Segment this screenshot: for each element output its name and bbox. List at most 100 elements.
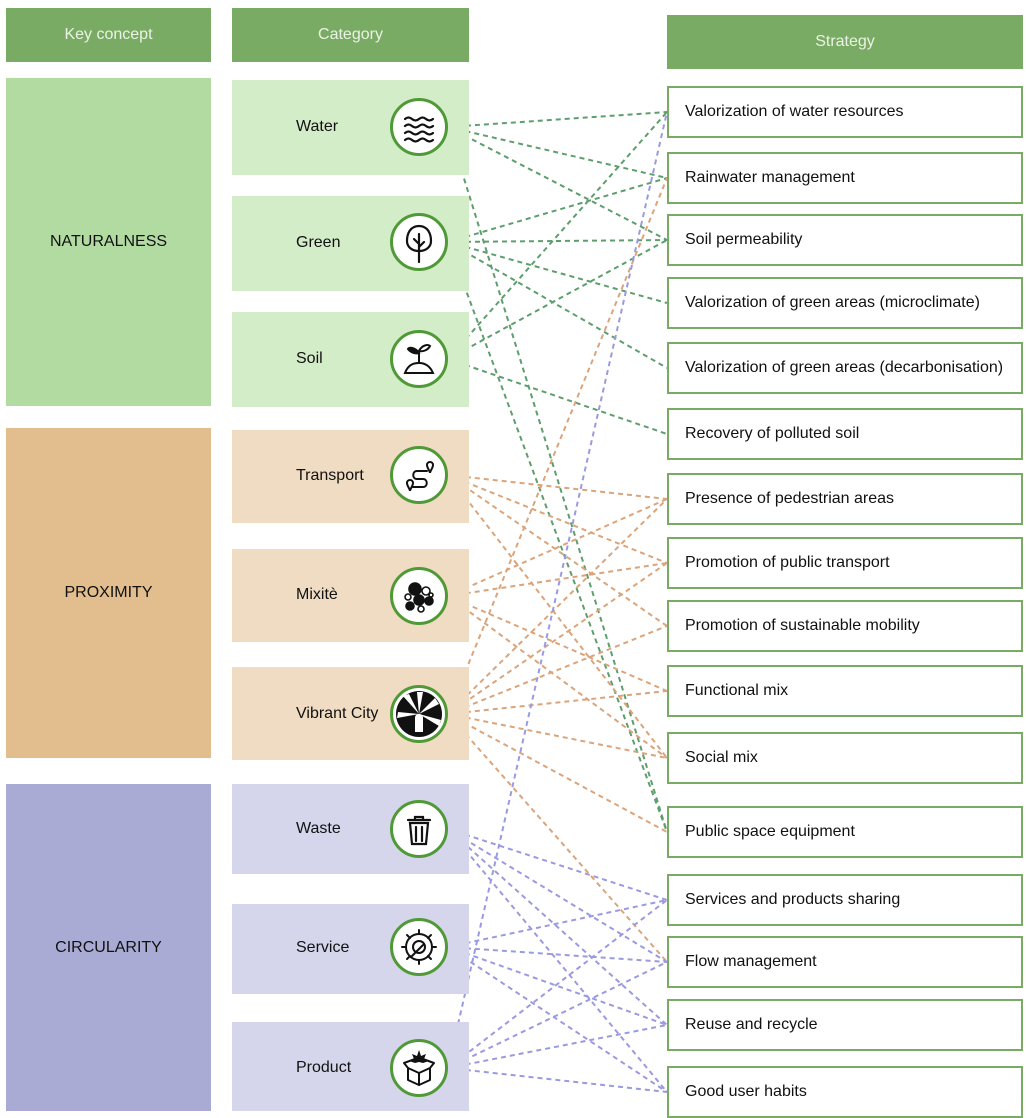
gear-wrench-icon [390, 918, 448, 976]
connection-line [447, 177, 668, 715]
connection-line [447, 239, 668, 243]
category-label: Green [296, 234, 341, 251]
trash-bin-icon [390, 800, 448, 858]
category-label: Water [296, 118, 339, 135]
connection-line [447, 1067, 668, 1093]
route-pin-icon [390, 446, 448, 504]
category-soil: Soil [232, 312, 469, 407]
connection-line [447, 126, 668, 179]
category-label: Service [296, 939, 350, 956]
strategy-label: Good user habits [685, 1083, 807, 1100]
connection-line [447, 946, 668, 1093]
strategy-box: Public space equipment [667, 806, 1023, 858]
strategy-box: Recovery of polluted soil [667, 408, 1023, 460]
strategy-label: Valorization of green areas (decarbonisa… [685, 359, 1004, 376]
connection-line [447, 1024, 668, 1069]
header-category: Category [232, 8, 469, 62]
connection-line [447, 899, 668, 1069]
strategy-label: Promotion of sustainable mobility [685, 617, 920, 634]
connection-line [447, 690, 668, 715]
category-service: Service [232, 904, 469, 994]
strategy-box: Valorization of green areas (decarbonisa… [667, 342, 1023, 394]
connection-line [447, 498, 668, 597]
mixed-circles-icon [390, 567, 448, 625]
key-concept-label: PROXIMITY [64, 584, 153, 601]
strategy-label: Flow management [685, 953, 817, 970]
connection-line [447, 713, 668, 833]
tree-icon [390, 213, 448, 271]
connection-line [447, 595, 668, 759]
connection-line [447, 126, 668, 833]
category-label: Waste [296, 820, 341, 837]
strategy-box: Soil permeability [667, 214, 1023, 266]
connection-line [447, 177, 668, 243]
strategy-label: Social mix [685, 749, 758, 766]
category-label: Soil [296, 350, 323, 367]
open-box-icon [390, 1039, 448, 1097]
strategy-label: Services and products sharing [685, 891, 901, 908]
strategy-box: Good user habits [667, 1066, 1023, 1118]
key-concept-circularity: CIRCULARITY [6, 784, 211, 1111]
strategy-label: Promotion of public transport [685, 554, 890, 571]
strategy-box: Reuse and recycle [667, 999, 1023, 1051]
strategy-box: Promotion of sustainable mobility [667, 600, 1023, 652]
connection-line [447, 111, 668, 128]
strategy-label: Valorization of water resources [685, 103, 904, 120]
key-concept-naturalness: NATURALNESS [6, 78, 211, 406]
connection-line [447, 713, 668, 963]
vibrant-city-icon [390, 685, 448, 743]
connection-line [447, 474, 668, 564]
category-transport: Transport [232, 430, 469, 523]
connection-line [447, 828, 668, 901]
connection-line [447, 946, 668, 1026]
connection-line [447, 595, 668, 692]
connection-line [447, 713, 668, 759]
key-concept-label: CIRCULARITY [55, 938, 162, 956]
connection-line [447, 241, 668, 304]
category-label: Mixitè [296, 586, 338, 603]
connection-line [447, 625, 668, 715]
connection-line [447, 111, 668, 360]
strategy-box: Flow management [667, 936, 1023, 988]
category-product: Product [232, 1022, 469, 1111]
strategy-box: Valorization of water resources [667, 86, 1023, 138]
strategy-label: Valorization of green areas (microclimat… [685, 294, 980, 311]
connection-line [447, 562, 668, 597]
category-vibrant-city: Vibrant City [232, 667, 469, 760]
strategy-box: Services and products sharing [667, 874, 1023, 926]
strategy-box: Promotion of public transport [667, 537, 1023, 589]
header-strategy: Strategy [667, 15, 1023, 69]
category-green: Green [232, 196, 469, 291]
connection-line [447, 358, 668, 435]
connection-line [447, 239, 668, 360]
key-concept-label: NATURALNESS [49, 233, 168, 250]
strategy-box: Social mix [667, 732, 1023, 784]
sprout-soil-icon [390, 330, 448, 388]
water-waves-icon [390, 98, 448, 156]
header-key-concept: Key concept [6, 8, 211, 62]
strategy-label: Recovery of polluted soil [685, 425, 860, 442]
connection-line [447, 828, 668, 1026]
category-waste: Waste [232, 784, 469, 874]
key-concept-proximity: PROXIMITY [6, 428, 211, 758]
connection-line [447, 828, 668, 1093]
strategy-box: Presence of pedestrian areas [667, 473, 1023, 525]
strategy-label: Soil permeability [685, 231, 803, 248]
strategy-label: Public space equipment [685, 823, 855, 840]
strategy-label: Presence of pedestrian areas [685, 490, 895, 507]
category-label: Product [296, 1059, 352, 1076]
connection-line [447, 498, 668, 715]
connection-line [447, 474, 668, 759]
connection-line [447, 946, 668, 963]
connection-line [447, 111, 668, 1069]
connection-line [447, 241, 668, 369]
strategy-box: Valorization of green areas (microclimat… [667, 277, 1023, 329]
category-water: Water [232, 80, 469, 175]
connection-line [447, 961, 668, 1069]
connection-line [447, 474, 668, 500]
strategy-label: Rainwater management [685, 169, 855, 186]
connection-line [447, 828, 668, 963]
strategy-label: Reuse and recycle [685, 1016, 818, 1033]
connection-line [447, 899, 668, 948]
